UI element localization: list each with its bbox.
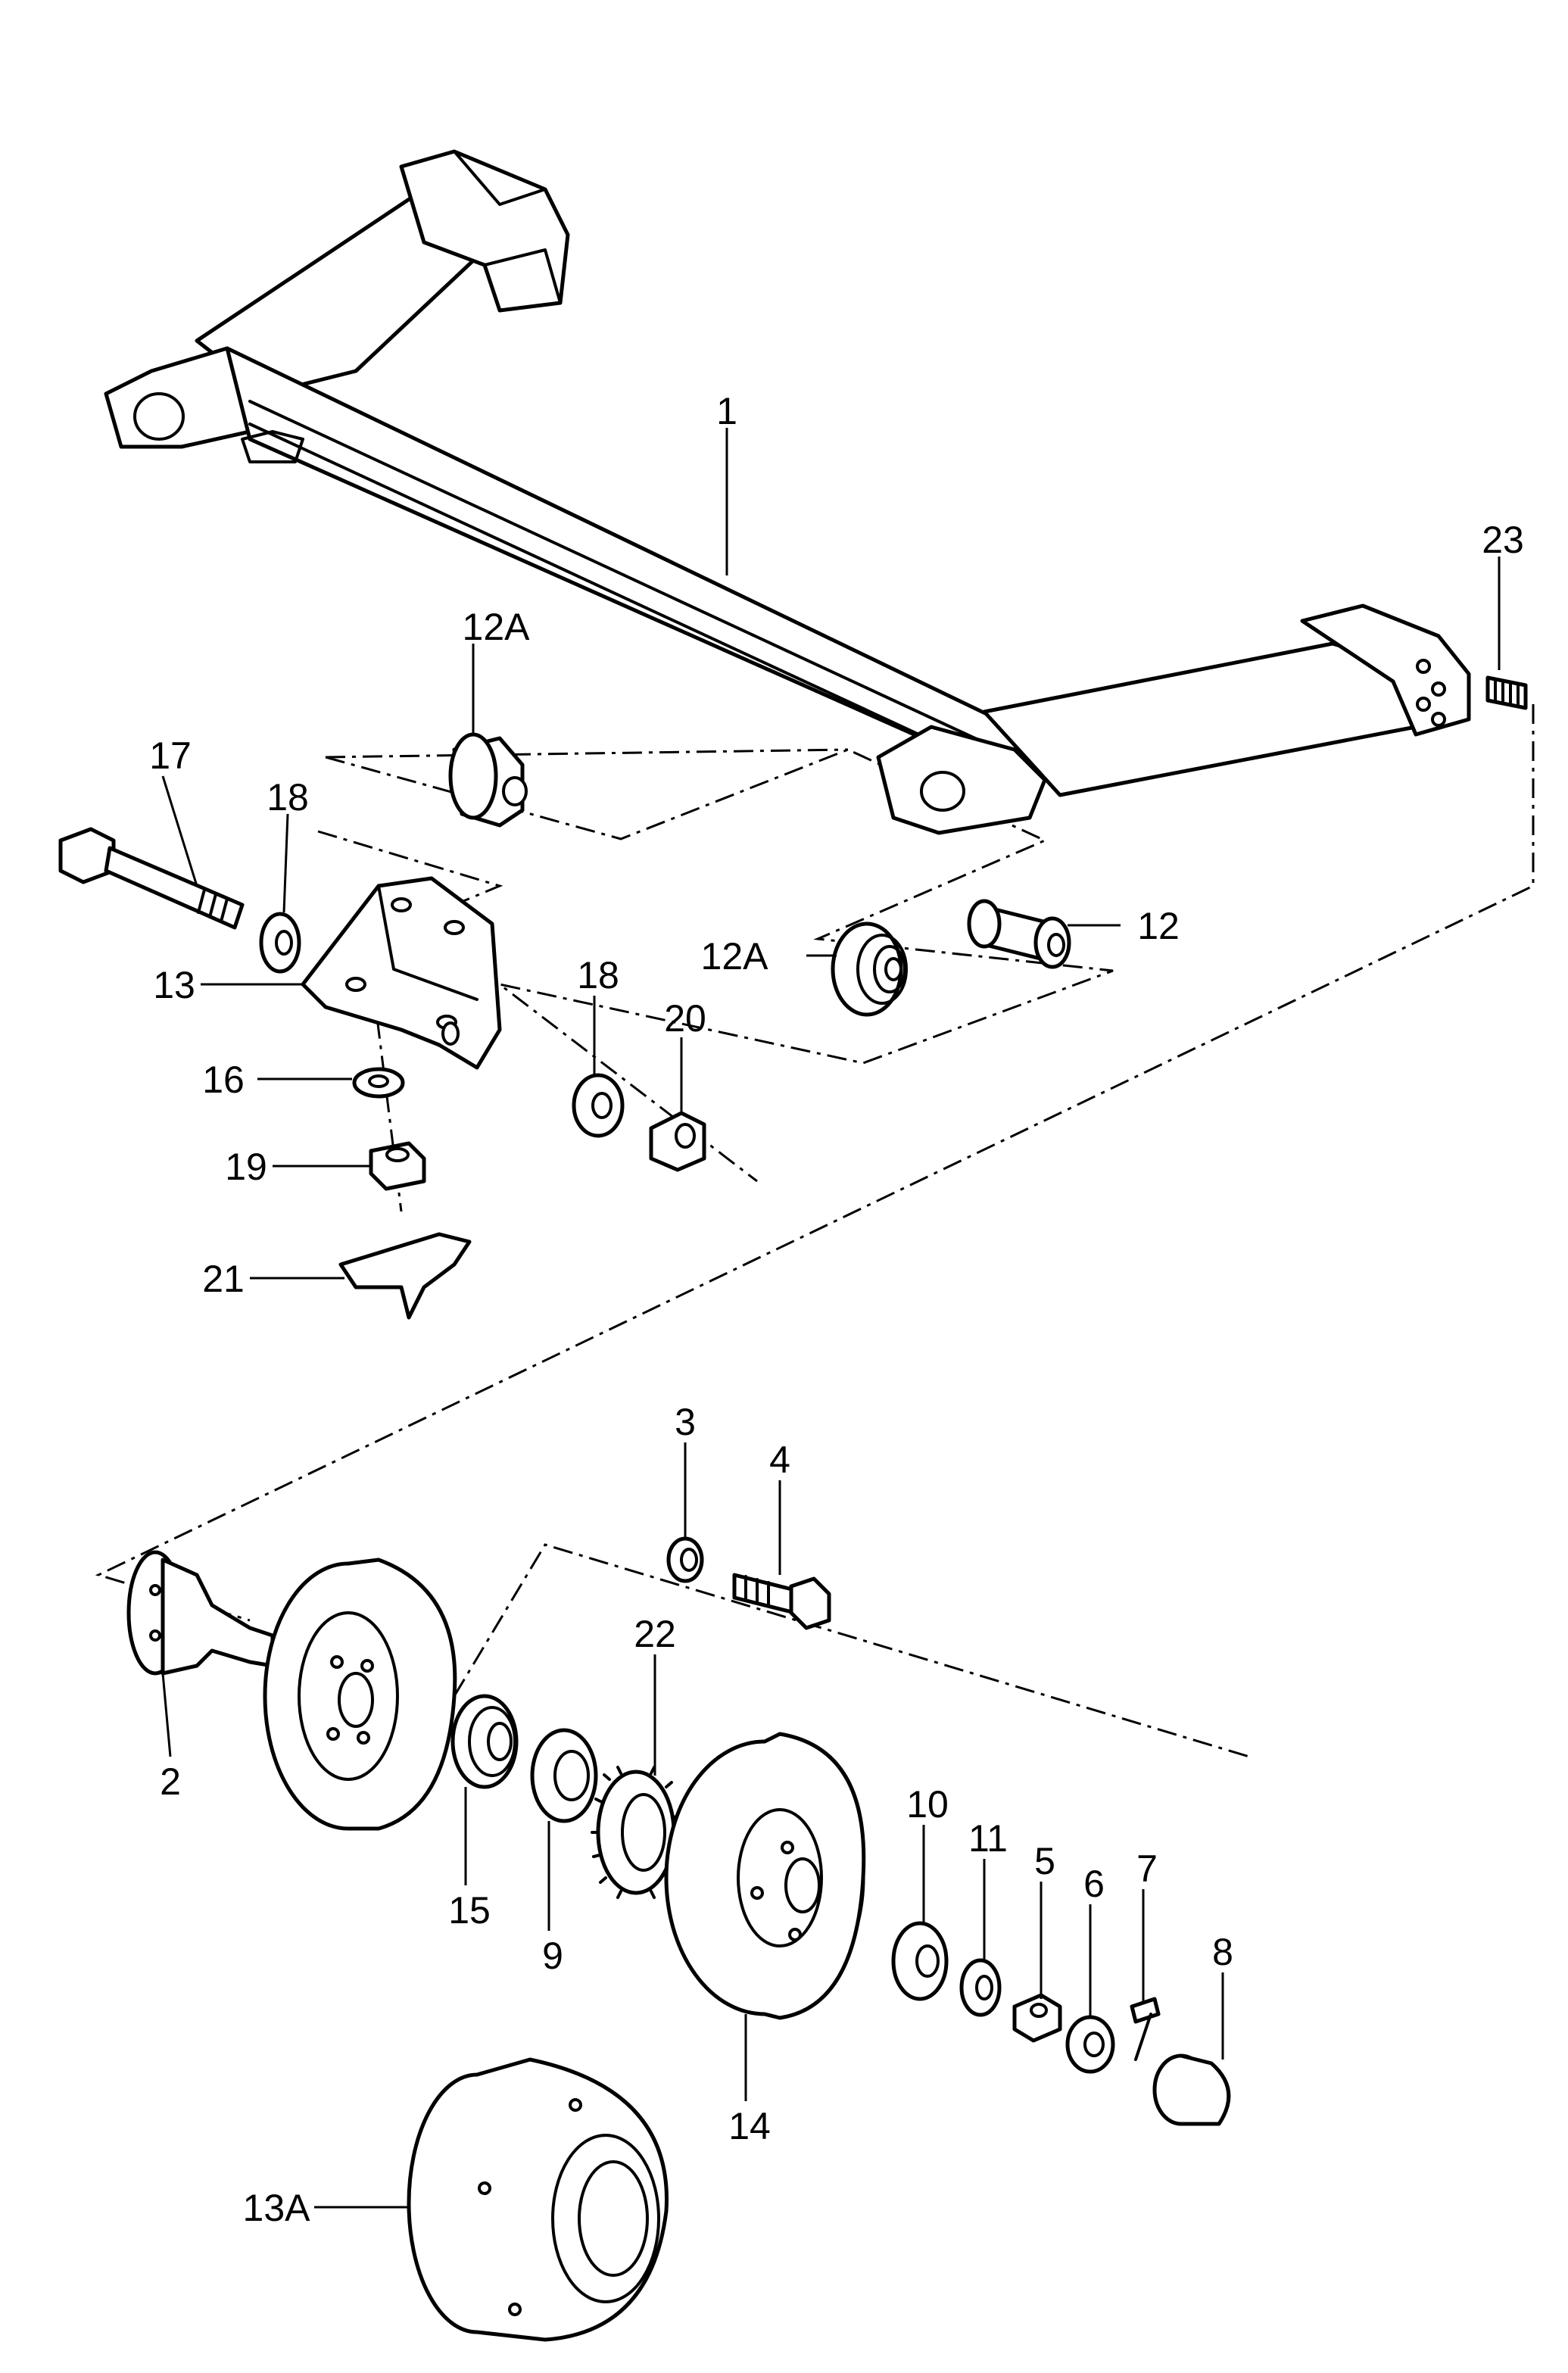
- callout-19: 19: [225, 1146, 267, 1188]
- callout-22: 22: [634, 1613, 676, 1655]
- washer-11: [959, 1958, 1002, 2017]
- callout-3: 3: [675, 1401, 696, 1443]
- callout-6: 6: [1083, 1863, 1105, 1905]
- spring-washer-3: [666, 1536, 704, 1583]
- washer-16: [352, 1067, 405, 1099]
- callout-21: 21: [202, 1258, 245, 1300]
- bearing-9: [530, 1728, 598, 1823]
- callout-12: 12: [1137, 905, 1180, 947]
- bushing-12a-mid: [831, 921, 908, 1017]
- bushing-12a-top: [448, 732, 528, 828]
- brake-drum-14: [664, 1732, 866, 2020]
- stud-23: [1485, 675, 1528, 710]
- callout-12a-mid: 12A: [701, 935, 769, 978]
- bolt-17: [58, 827, 245, 930]
- bracket-13: [301, 876, 502, 1070]
- callout-labels: 1 23 12A 17 18 12A 12 13 18 20 16 19 21 …: [149, 390, 1524, 2229]
- callout-18-left: 18: [267, 776, 309, 819]
- axle-beam: [104, 149, 1471, 835]
- washer-18-left: [259, 912, 301, 974]
- callout-13a: 13A: [243, 2187, 311, 2229]
- callout-1: 1: [716, 390, 737, 432]
- bearing-10: [891, 1921, 949, 2001]
- lock-ring-6: [1065, 2015, 1115, 2074]
- backplate-drum-left: [263, 1558, 457, 1831]
- callout-16: 16: [202, 1059, 245, 1101]
- callout-8: 8: [1212, 1931, 1233, 1973]
- callout-23: 23: [1482, 519, 1524, 561]
- clip-21: [338, 1232, 472, 1320]
- callout-12a-top: 12A: [463, 606, 531, 648]
- callout-9: 9: [542, 1935, 563, 1977]
- callout-7: 7: [1136, 1848, 1158, 1890]
- nut-5: [1012, 1993, 1062, 2043]
- washer-18-right: [572, 1073, 625, 1138]
- leader-lines: [161, 428, 1501, 2209]
- callout-15: 15: [448, 1889, 491, 1932]
- bushing-12: [967, 899, 1071, 969]
- cotter-pin-7: [1130, 1997, 1161, 2061]
- callout-18-right: 18: [577, 954, 619, 996]
- nut-19: [369, 1141, 426, 1191]
- sensor-ring-22: [591, 1766, 681, 1899]
- callout-20: 20: [664, 997, 706, 1040]
- callout-4: 4: [769, 1439, 790, 1481]
- callout-2: 2: [160, 1760, 181, 1803]
- callout-13: 13: [153, 964, 195, 1006]
- hub-13a: [407, 2057, 669, 2342]
- nut-20: [649, 1111, 706, 1172]
- grease-cap-8: [1152, 2053, 1231, 2126]
- callout-17: 17: [149, 734, 192, 777]
- bolt-4: [732, 1573, 831, 1630]
- bearing-15: [450, 1694, 519, 1789]
- callout-11: 11: [968, 1817, 1008, 1860]
- stub-axle-2: [126, 1550, 275, 1676]
- callout-14: 14: [728, 2105, 771, 2147]
- callout-10: 10: [906, 1783, 949, 1826]
- callout-5: 5: [1034, 1840, 1055, 1882]
